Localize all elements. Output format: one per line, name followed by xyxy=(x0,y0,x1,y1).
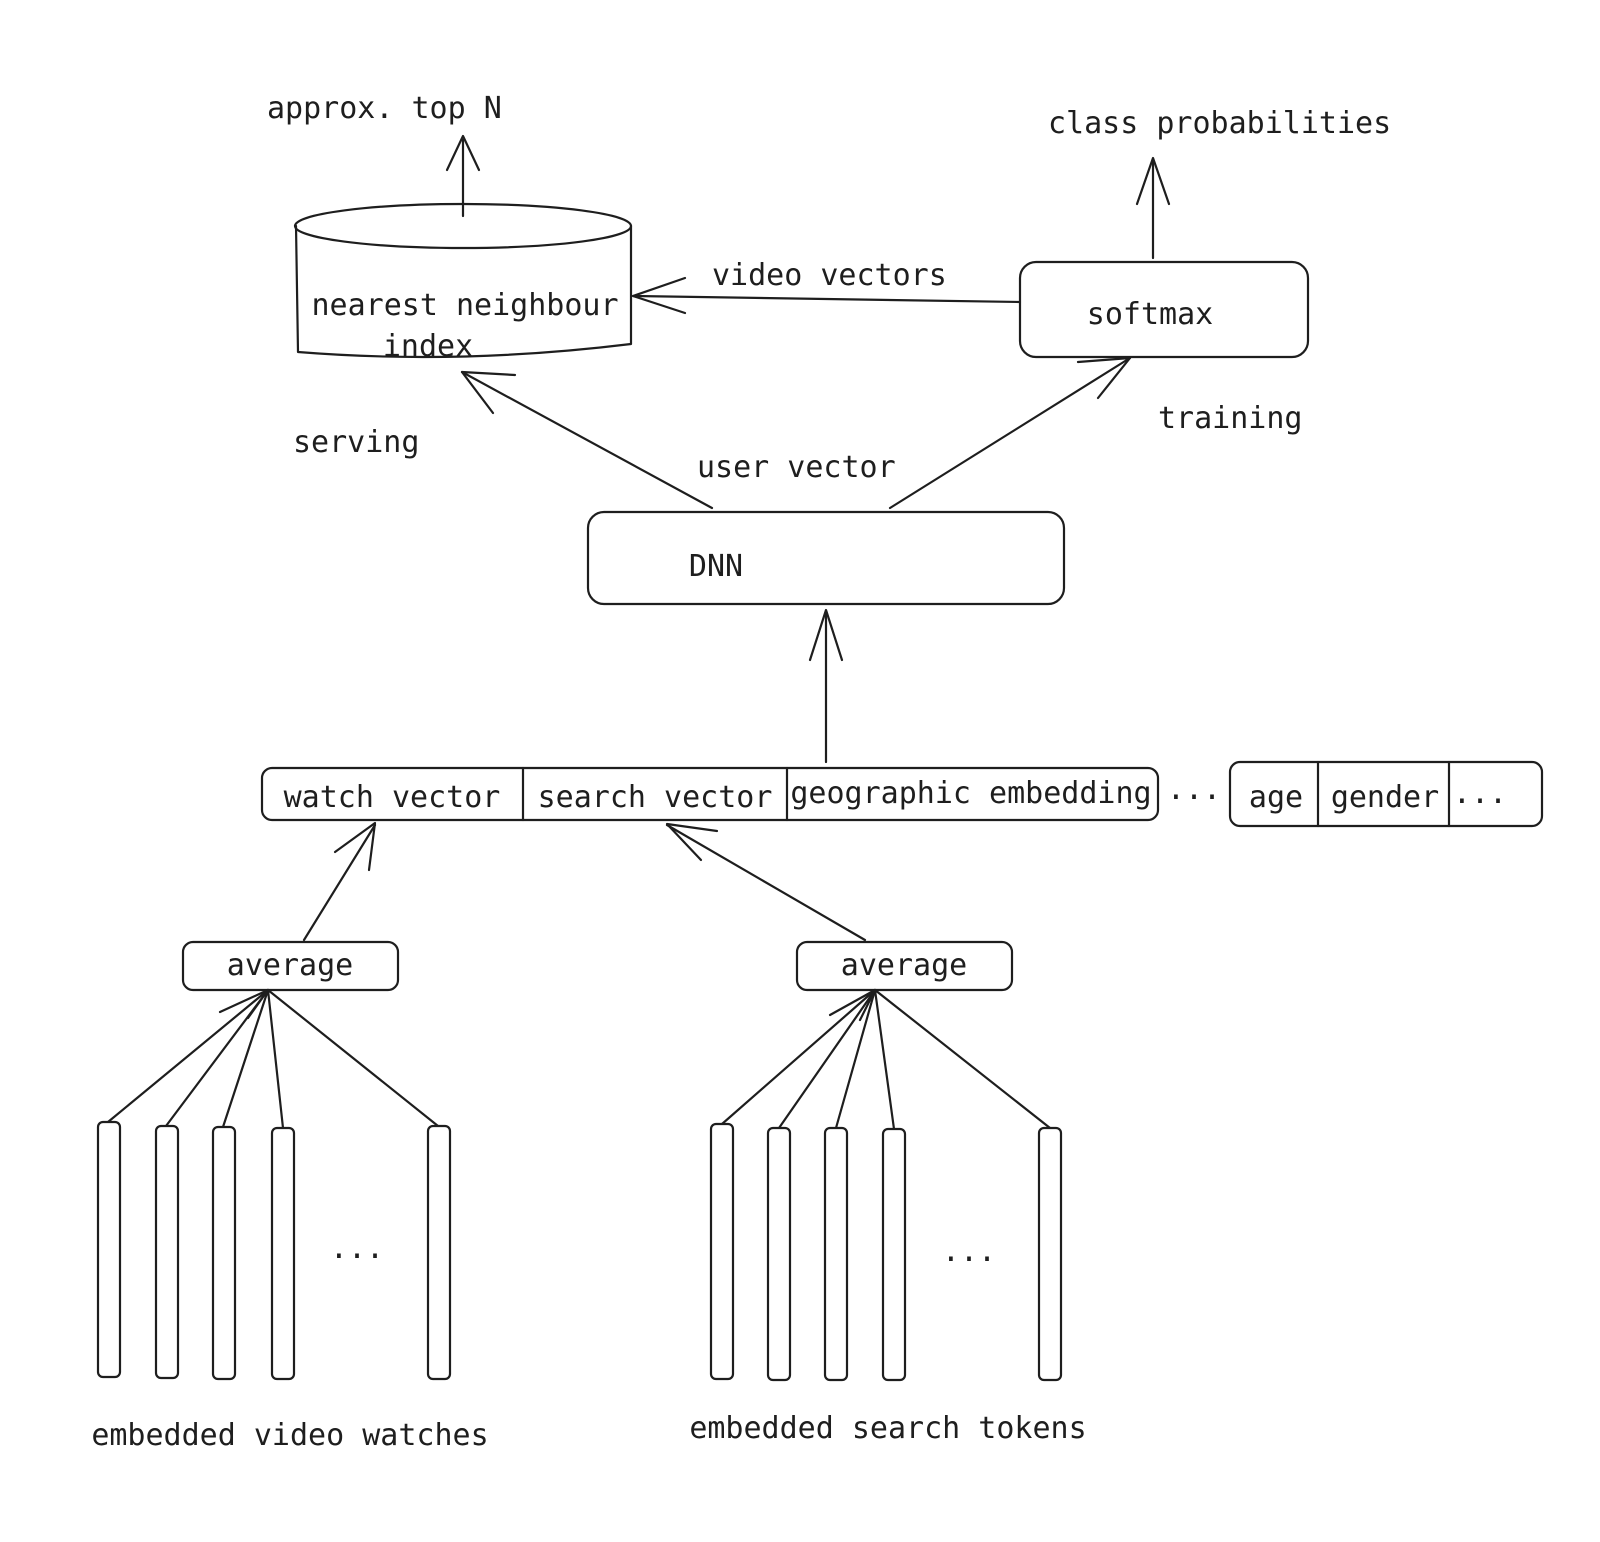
approx-top-n-label: approx. top N xyxy=(267,91,502,126)
approx-top-n-arrow xyxy=(445,134,481,218)
serving-label: serving xyxy=(293,425,419,460)
feature-vector-bar: watch vector search vector geographic em… xyxy=(260,766,1160,822)
average-watch-node: average xyxy=(181,940,400,992)
embedded-video-watches-label: embedded video watches xyxy=(91,1418,488,1453)
video-watch-embeddings: ... xyxy=(96,988,452,1381)
search-embedding-bar-5 xyxy=(1037,1126,1063,1382)
softmax-label: softmax xyxy=(1087,297,1213,332)
video-watches-ellipsis: ... xyxy=(330,1231,384,1266)
nearest-neighbour-index-label-line1: nearest neighbour xyxy=(311,288,618,323)
search-token-embeddings: ... xyxy=(709,988,1063,1382)
watch-embedding-bar-1 xyxy=(96,1120,122,1379)
search-embedding-bar-3 xyxy=(823,1126,849,1382)
extra-features-bar: age gender ... xyxy=(1228,760,1544,828)
watch-embedding-bar-3 xyxy=(211,1125,237,1381)
nearest-neighbour-index-label-line2: index xyxy=(383,329,473,364)
softmax-node: softmax xyxy=(1018,260,1310,359)
video-vectors-arrow xyxy=(631,276,1022,315)
feature-vector-ellipsis: ... xyxy=(1167,772,1221,807)
features-to-dnn-arrow xyxy=(808,608,844,764)
watch-embedding-bar-2 xyxy=(154,1124,180,1380)
dnn-label: DNN xyxy=(689,549,743,584)
extra-features-ellipsis: ... xyxy=(1453,776,1507,811)
watch-embedding-bar-4 xyxy=(270,1126,296,1381)
watch-vector-cell: watch vector xyxy=(284,780,501,815)
average-watch-label: average xyxy=(227,948,353,983)
average-search-node: average xyxy=(795,940,1014,992)
class-probabilities-arrow xyxy=(1135,156,1171,260)
search-average-to-search-vector-arrow xyxy=(665,822,867,942)
class-probabilities-label: class probabilities xyxy=(1048,106,1391,141)
user-vector-label: user vector xyxy=(697,450,896,485)
search-embedding-bar-4 xyxy=(881,1127,907,1382)
average-search-label: average xyxy=(841,948,967,983)
search-embedding-bar-1 xyxy=(709,1122,735,1381)
serving-arrow xyxy=(460,370,714,510)
watch-average-to-watch-vector-arrow xyxy=(302,821,377,942)
search-vector-cell: search vector xyxy=(538,780,773,815)
video-vectors-label: video vectors xyxy=(712,258,947,293)
training-label: training xyxy=(1158,401,1303,436)
search-embedding-bar-2 xyxy=(766,1126,792,1382)
search-tokens-ellipsis: ... xyxy=(942,1234,996,1269)
dnn-node: DNN xyxy=(586,510,1066,606)
age-cell: age xyxy=(1249,780,1303,815)
nearest-neighbour-index-node: nearest neighbour index xyxy=(293,202,633,364)
gender-cell: gender xyxy=(1331,780,1439,815)
geographic-embedding-cell: geographic embedding xyxy=(790,776,1151,811)
watch-embedding-bar-5 xyxy=(426,1124,452,1381)
embedded-search-tokens-label: embedded search tokens xyxy=(689,1411,1086,1446)
training-arrow xyxy=(888,356,1132,510)
